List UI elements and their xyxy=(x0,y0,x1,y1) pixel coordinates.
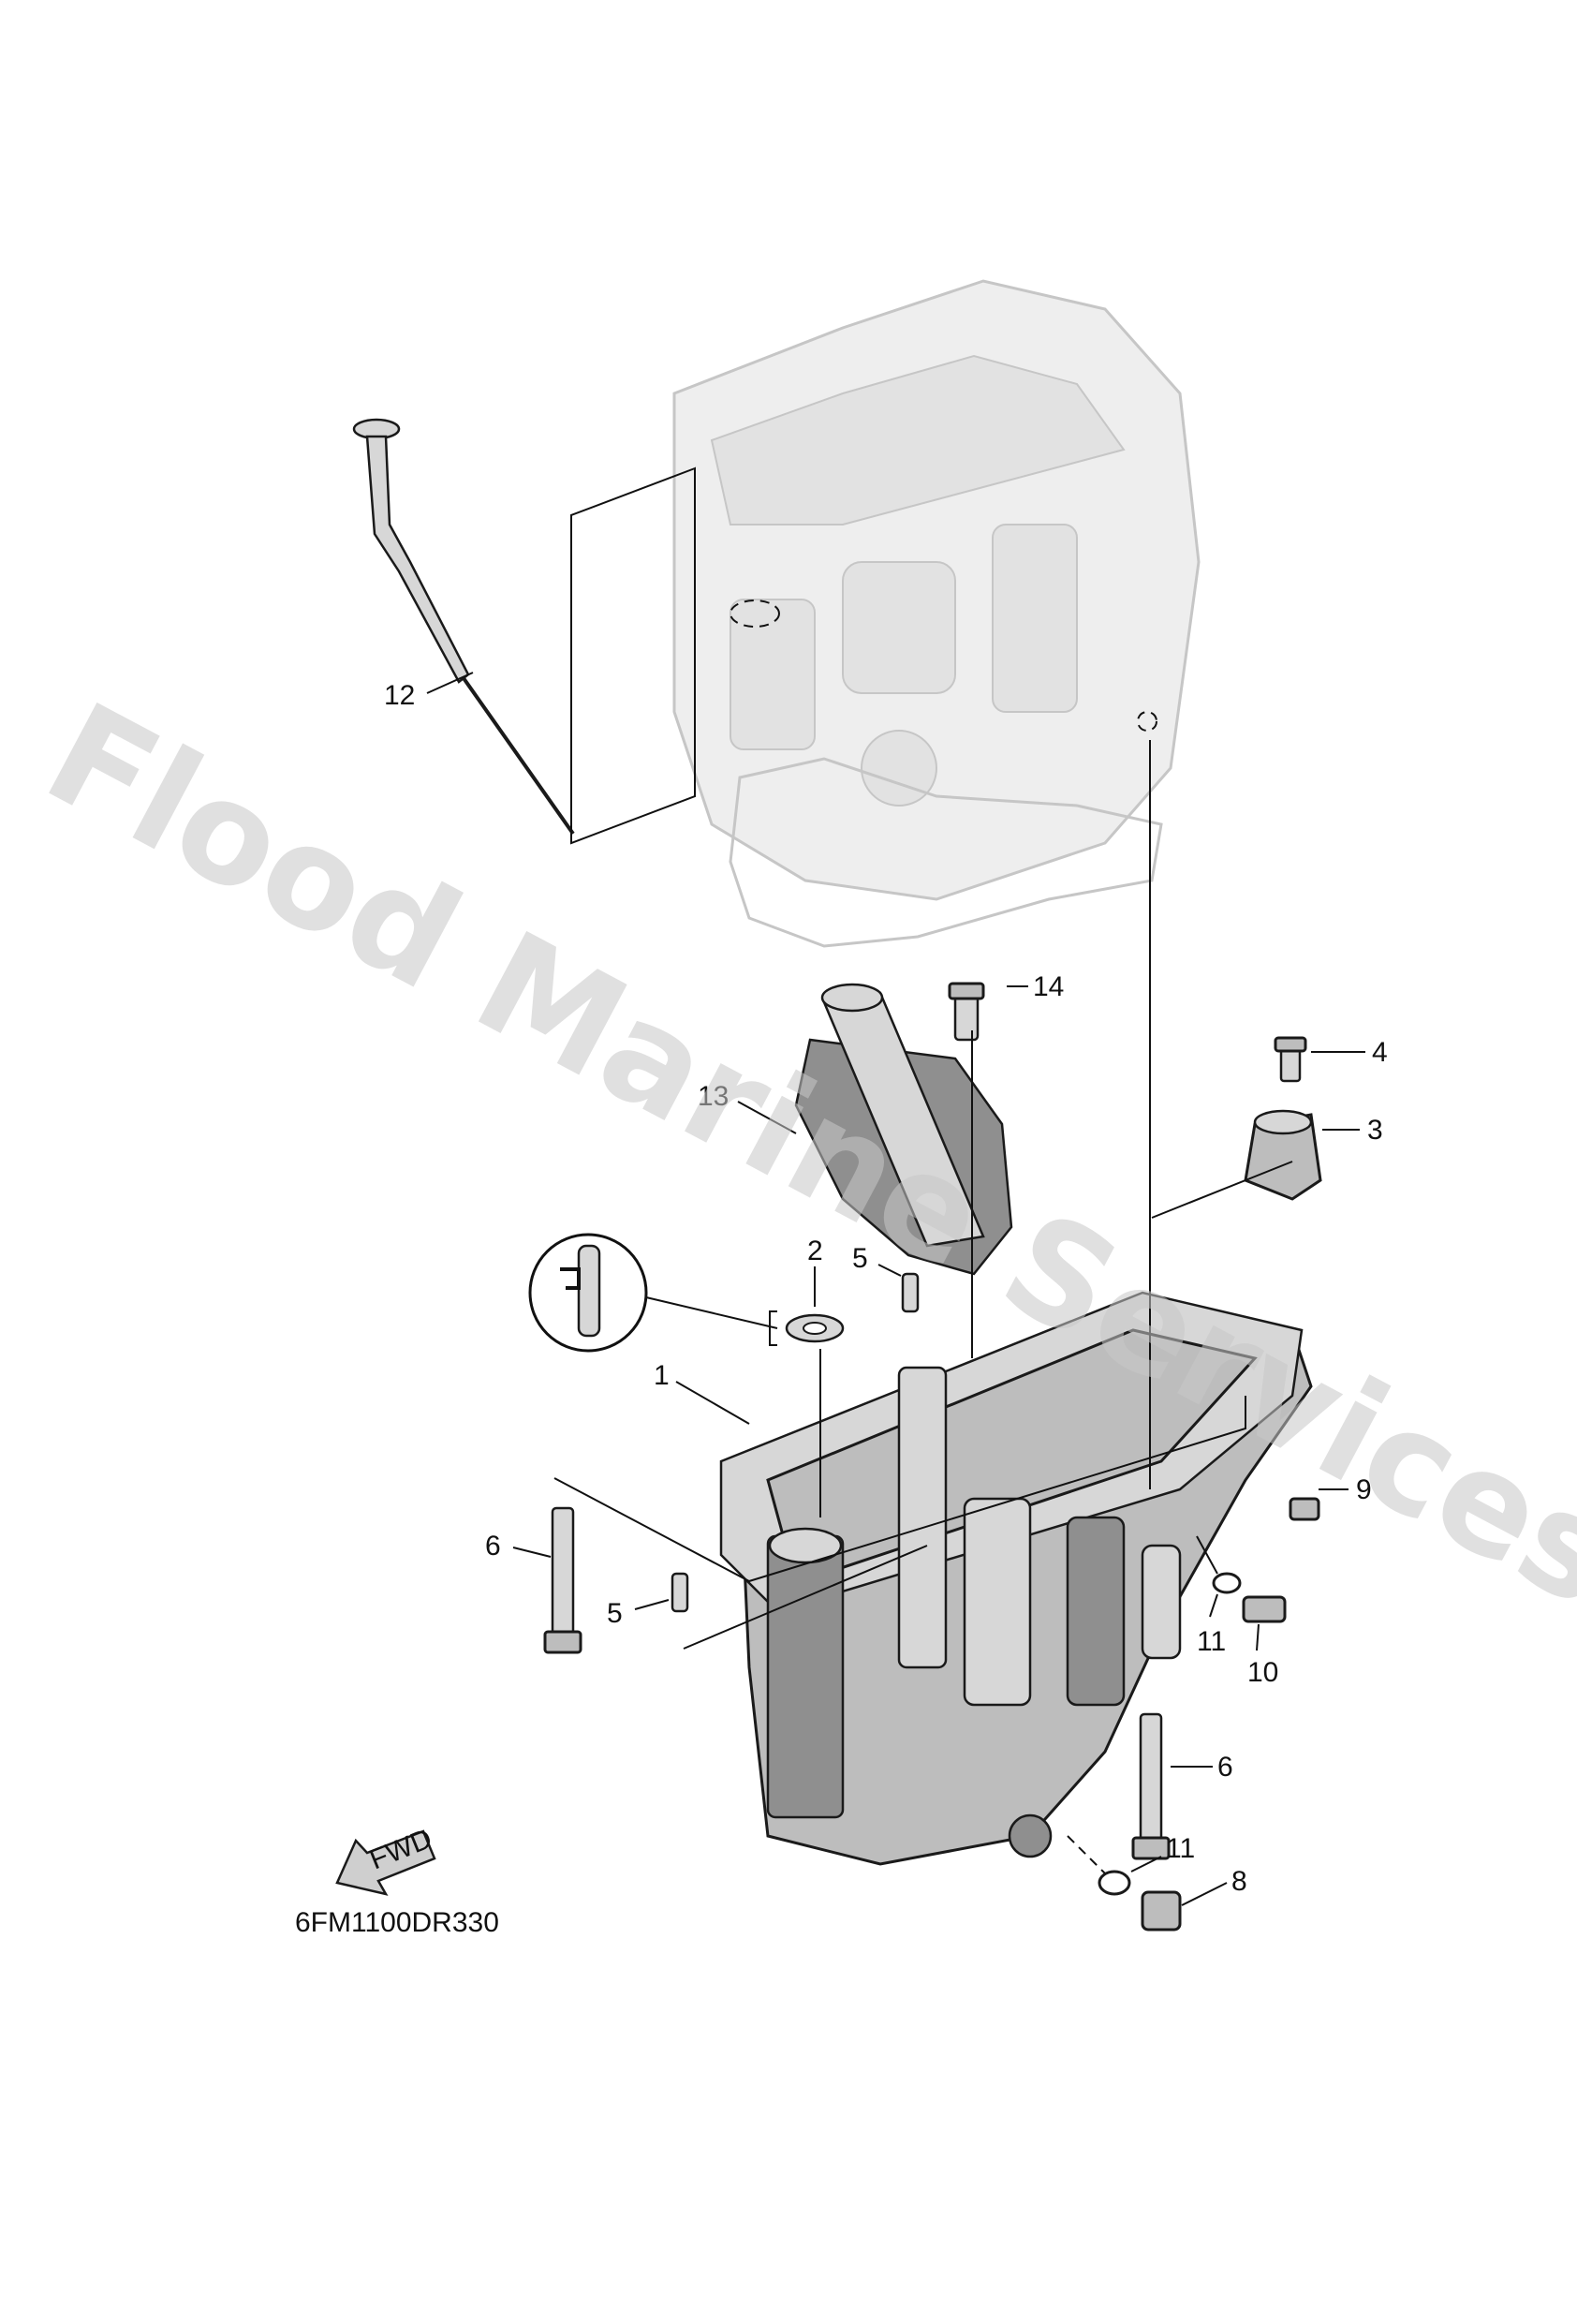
callout-7: 9 xyxy=(1356,1474,1372,1505)
detail-inset xyxy=(528,1233,778,1353)
dipstick-hole-marker xyxy=(730,600,780,628)
callout-1: 1 xyxy=(654,1360,670,1391)
callout-10: 8 xyxy=(1231,1866,1247,1897)
engine-block-ghost xyxy=(672,279,1201,948)
callout-5-upper: 5 xyxy=(852,1243,868,1274)
diagram-code: 6FM1100DR330 xyxy=(295,1907,499,1938)
callout-5-lower: 5 xyxy=(607,1598,623,1629)
callout-12: 12 xyxy=(384,680,415,711)
oil-pan xyxy=(719,1291,1313,1866)
callout-3: 3 xyxy=(1367,1115,1383,1146)
callout-2: 2 xyxy=(807,1236,823,1266)
callout-13: 13 xyxy=(698,1081,729,1112)
callout-6-left: 6 xyxy=(485,1531,501,1562)
callout-4: 4 xyxy=(1372,1037,1388,1068)
reference-lines xyxy=(553,466,1293,1874)
callout-11: 11 xyxy=(1166,1833,1195,1864)
oil-strainer-plate xyxy=(794,983,1013,1276)
fasteners xyxy=(543,982,1322,1932)
callout-9: 11 xyxy=(1197,1626,1226,1657)
callout-14: 14 xyxy=(1033,971,1064,1002)
callout-8: 10 xyxy=(1247,1657,1278,1688)
drain-hole-marker xyxy=(1137,711,1157,732)
callouts: 12 14 13 4 3 2 5 1 9 6 5 11 10 6 11 8 xyxy=(384,672,1388,1906)
callout-6-right: 6 xyxy=(1217,1752,1233,1783)
fwd-arrow: FWD xyxy=(335,1823,436,1896)
dipstick xyxy=(352,418,575,836)
